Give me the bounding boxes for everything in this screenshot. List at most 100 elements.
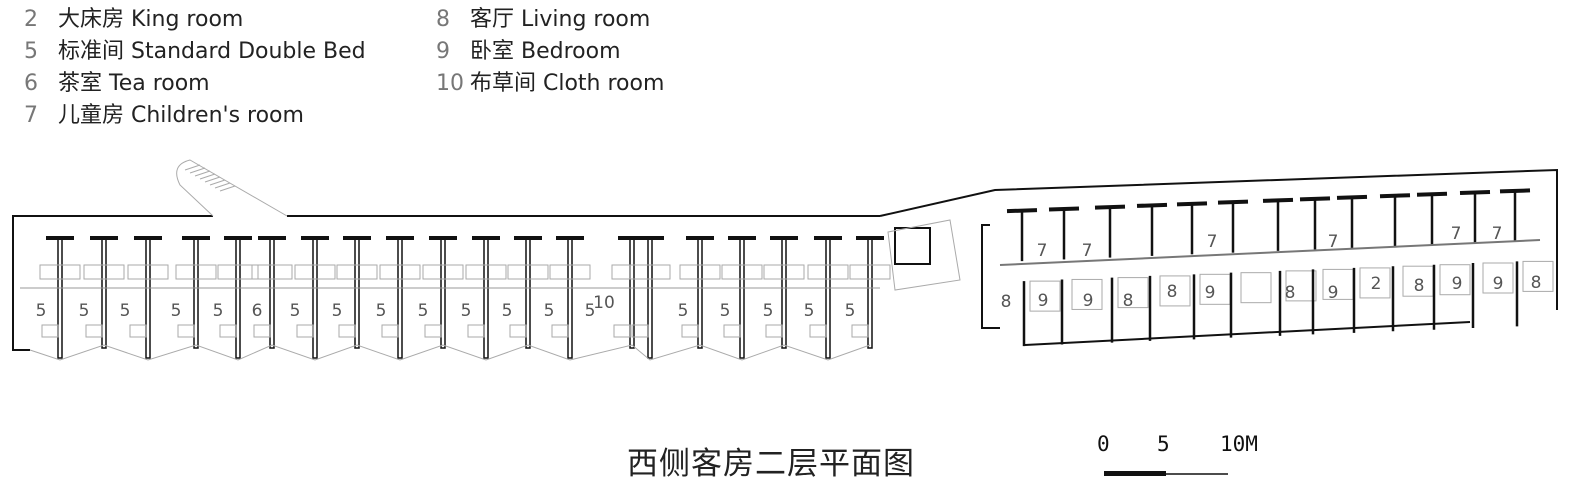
bathroom-fixture bbox=[679, 264, 721, 280]
bathroom-fixture bbox=[175, 264, 217, 280]
bed bbox=[1285, 270, 1317, 302]
bathroom-fixture bbox=[721, 264, 763, 280]
room-number: 5 bbox=[502, 301, 513, 321]
partition-wall bbox=[57, 237, 63, 359]
furniture bbox=[41, 324, 59, 338]
bed bbox=[1117, 277, 1149, 309]
scale-bar bbox=[1104, 471, 1228, 476]
wall-cap bbox=[1459, 190, 1491, 195]
scale-tick-5: 5 bbox=[1157, 432, 1170, 456]
wall-cap bbox=[1006, 208, 1038, 214]
room-number: 6 bbox=[252, 301, 263, 321]
room-number: 9 bbox=[1452, 274, 1463, 294]
legend-label: 大床房 King room bbox=[58, 7, 244, 32]
room-number: 7 bbox=[1492, 224, 1503, 244]
exterior-stair bbox=[176, 159, 288, 217]
room-number: 5 bbox=[120, 301, 131, 321]
legend-num: 2 bbox=[24, 7, 38, 32]
wall-cap bbox=[1176, 201, 1208, 207]
room-number: 5 bbox=[845, 301, 856, 321]
stair-tread bbox=[189, 167, 206, 174]
legend-num: 10 bbox=[436, 71, 464, 96]
end-wall bbox=[981, 224, 1000, 329]
stair-tread bbox=[194, 170, 211, 177]
plan-title: 西侧客房二层平面图 bbox=[627, 446, 915, 482]
legend-item: 2 大床房 King room bbox=[24, 4, 366, 36]
bathroom-fixture bbox=[507, 264, 549, 280]
room-number: 5 bbox=[79, 301, 90, 321]
bathroom-fixture bbox=[849, 264, 891, 280]
west-wing bbox=[12, 159, 961, 361]
stair-tread bbox=[209, 179, 226, 186]
bed bbox=[1522, 260, 1554, 292]
furniture bbox=[253, 324, 271, 338]
wall-cap bbox=[1416, 191, 1448, 197]
bathroom-fixture bbox=[465, 264, 507, 280]
room-number: 5 bbox=[585, 301, 596, 321]
room-number: 9 bbox=[1083, 291, 1094, 311]
room-number: 5 bbox=[171, 301, 182, 321]
room-number: 5 bbox=[418, 301, 429, 321]
wall-cap bbox=[1136, 202, 1168, 208]
partition-wall bbox=[354, 237, 360, 349]
partition-wall bbox=[647, 237, 653, 359]
room-number: 2 bbox=[1371, 274, 1382, 294]
furniture bbox=[129, 324, 147, 338]
legend-label: 客厅 Living room bbox=[470, 7, 651, 32]
furniture bbox=[85, 324, 103, 338]
scale-tick-0: 0 bbox=[1097, 432, 1110, 456]
furniture bbox=[177, 324, 195, 338]
room-number: 8 bbox=[1285, 283, 1296, 303]
bathroom-fixture bbox=[807, 264, 849, 280]
furniture bbox=[681, 324, 699, 338]
bathroom-fixture bbox=[379, 264, 421, 280]
furniture bbox=[631, 324, 649, 338]
room-number: 9 bbox=[1205, 283, 1216, 303]
bed bbox=[1240, 272, 1272, 304]
bed bbox=[1159, 275, 1191, 307]
furniture bbox=[338, 324, 356, 338]
bathroom-fixture bbox=[217, 264, 259, 280]
legend-num: 9 bbox=[436, 39, 450, 64]
furniture bbox=[467, 324, 485, 338]
legend-num: 6 bbox=[24, 71, 38, 96]
bathroom-fixture bbox=[422, 264, 464, 280]
partition-wall bbox=[145, 237, 151, 359]
partition-wall bbox=[567, 237, 573, 359]
facade-line bbox=[29, 344, 871, 361]
bed bbox=[1071, 278, 1103, 310]
bed bbox=[1359, 267, 1391, 299]
stair-tread bbox=[204, 176, 221, 183]
room-number: 8 bbox=[1531, 273, 1542, 293]
bathroom-fixture bbox=[336, 264, 378, 280]
partition-wall bbox=[269, 237, 275, 349]
stair-core bbox=[894, 227, 931, 265]
legend-num: 5 bbox=[24, 39, 38, 64]
room-number: 5 bbox=[290, 301, 301, 321]
bathroom-fixture bbox=[549, 264, 591, 280]
bathroom-fixture bbox=[251, 264, 293, 280]
room-number: 8 bbox=[1123, 291, 1134, 311]
room-number: 5 bbox=[376, 301, 387, 321]
room-number: 5 bbox=[544, 301, 555, 321]
furniture bbox=[851, 324, 869, 338]
wall-cap bbox=[1094, 204, 1126, 210]
bathroom-fixture bbox=[294, 264, 336, 280]
room-number: 9 bbox=[1493, 274, 1504, 294]
partition-wall bbox=[697, 237, 703, 349]
bathroom-fixture bbox=[39, 264, 81, 280]
room-number: 5 bbox=[720, 301, 731, 321]
legend-label: 卧室 Bedroom bbox=[470, 39, 621, 64]
partition-wall bbox=[440, 237, 446, 349]
room-number: 9 bbox=[1328, 283, 1339, 303]
legend-num: 7 bbox=[24, 103, 38, 128]
room-number: 8 bbox=[1001, 292, 1012, 312]
